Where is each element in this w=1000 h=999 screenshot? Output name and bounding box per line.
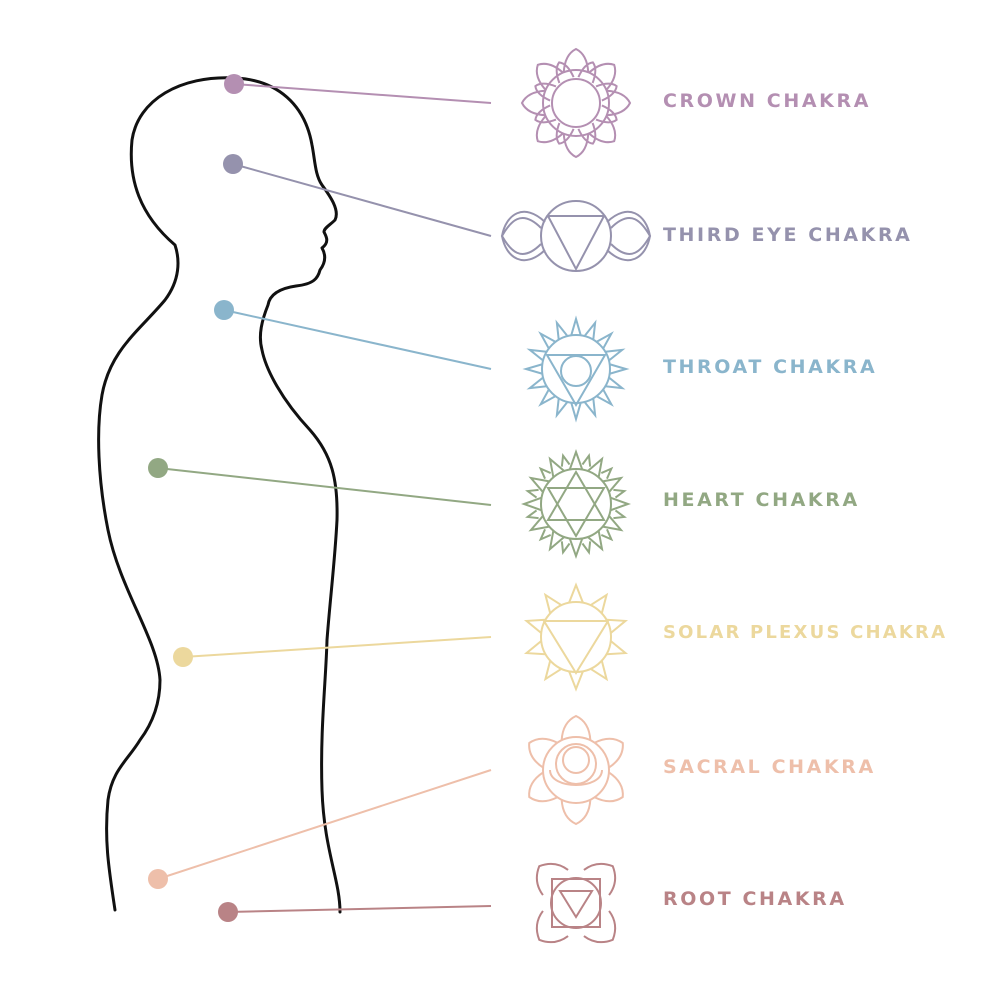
petal: [555, 122, 575, 145]
sacral-chakra-icon: [528, 714, 624, 826]
petal: [535, 115, 564, 144]
crown-connector: [233, 83, 492, 104]
root-chakra-label: ROOT CHAKRA: [663, 888, 847, 910]
petal: [588, 115, 617, 144]
petal: [595, 104, 618, 124]
crown-chakra-icon: [520, 47, 632, 159]
petal: [560, 799, 592, 826]
petal-spikes: [523, 582, 629, 692]
heart-point: [148, 458, 168, 478]
connector-lines: [157, 83, 492, 913]
third-eye-chakra-icon: [500, 200, 652, 272]
sacral-point: [148, 869, 168, 889]
petal: [528, 771, 558, 803]
petal: [594, 771, 624, 803]
petal: [595, 82, 618, 102]
solar-connector: [182, 636, 492, 658]
root-connector: [227, 905, 492, 913]
petal-spikes: [521, 449, 631, 559]
petal: [535, 862, 569, 896]
heart-chakra-icon: [521, 449, 631, 559]
petal: [528, 737, 558, 769]
third-connector: [232, 163, 492, 237]
petal: [588, 62, 617, 91]
throat-point: [214, 300, 234, 320]
throat-chakra-label: THROAT CHAKRA: [663, 356, 878, 378]
throat-connector: [223, 309, 492, 370]
petal: [577, 61, 597, 84]
sacral-chakra-label: SACRAL CHAKRA: [663, 756, 876, 778]
sacral-connector: [157, 769, 492, 880]
heart-chakra-label: HEART CHAKRA: [663, 489, 860, 511]
body-silhouette: [97, 76, 342, 914]
crown-point: [224, 74, 244, 94]
petal: [594, 737, 624, 769]
root-point: [218, 902, 238, 922]
petal: [534, 104, 557, 124]
crown-chakra-label: CROWN CHAKRA: [663, 90, 872, 112]
third-point: [223, 154, 243, 174]
solar-plexus-chakra-icon: [523, 582, 629, 692]
root-chakra-icon: [535, 862, 617, 944]
petal: [555, 61, 575, 84]
petal: [606, 89, 632, 117]
heart-connector: [157, 467, 492, 506]
petal: [577, 122, 597, 145]
petal: [534, 82, 557, 102]
third-eye-chakra-label: THIRD EYE CHAKRA: [663, 224, 913, 246]
solar-plexus-chakra-label: SOLAR PLEXUS CHAKRA: [663, 622, 948, 643]
petal-spikes: [525, 453, 627, 555]
throat-chakra-icon: [522, 315, 630, 423]
petal: [562, 133, 590, 159]
petal-spikes: [522, 315, 630, 423]
petal: [535, 910, 569, 944]
petal: [520, 89, 546, 117]
chakra-points: [148, 74, 244, 922]
solar-point: [173, 647, 193, 667]
petal: [583, 910, 617, 944]
petal: [560, 714, 592, 741]
petal: [583, 862, 617, 896]
petal: [562, 47, 590, 73]
petal: [535, 62, 564, 91]
